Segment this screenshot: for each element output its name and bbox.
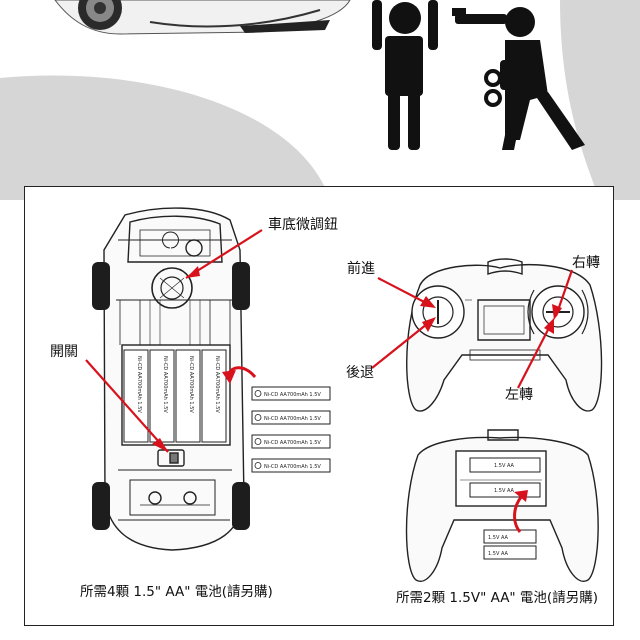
wheel-rear-right-icon	[232, 482, 250, 530]
trim-knob-label: 車底微調鈕	[268, 217, 338, 233]
remote-battery: 1.5V AA	[483, 545, 537, 560]
svg-text:Ni-CD AA700mAh 1.5V: Ni-CD AA700mAh 1.5V	[136, 356, 142, 413]
svg-text:Ni-CD AA700mAh 1.5V: Ni-CD AA700mAh 1.5V	[188, 356, 194, 413]
right-turn-label: 右轉	[572, 255, 600, 271]
remote-installed-battery: 1.5V AA	[469, 457, 541, 473]
forward-label: 前進	[347, 261, 375, 277]
svg-text:Ni-CD AA700mAh 1.5V: Ni-CD AA700mAh 1.5V	[264, 416, 321, 422]
wheel-front-right-icon	[232, 262, 250, 310]
trim-knob-icon	[151, 267, 193, 309]
gray-wave	[0, 75, 330, 200]
svg-text:1.5V AA: 1.5V AA	[488, 551, 509, 557]
car-battery: Ni-CD AA700mAh 1.5V	[251, 434, 331, 449]
reverse-label: 後退	[346, 365, 374, 381]
power-switch-leader	[85, 359, 169, 453]
svg-text:Ni-CD AA700mAh 1.5V: Ni-CD AA700mAh 1.5V	[214, 356, 220, 413]
top-banner	[0, 0, 640, 200]
svg-text:1.5V AA: 1.5V AA	[494, 463, 515, 469]
car-installed-battery: Ni-CD AA700mAh 1.5V	[149, 349, 175, 443]
svg-text:Ni-CD AA700mAh 1.5V: Ni-CD AA700mAh 1.5V	[162, 356, 168, 413]
gray-wave-right	[560, 0, 640, 200]
car-installed-battery: Ni-CD AA700mAh 1.5V	[175, 349, 201, 443]
car-installed-battery: Ni-CD AA700mAh 1.5V	[123, 349, 149, 443]
hands-up-pictogram-icon	[372, 0, 585, 150]
car-wheels	[92, 262, 250, 530]
svg-text:Ni-CD AA700mAh 1.5V: Ni-CD AA700mAh 1.5V	[264, 392, 321, 398]
svg-text:Ni-CD AA700mAh 1.5V: Ni-CD AA700mAh 1.5V	[264, 464, 321, 470]
car-battery: Ni-CD AA700mAh 1.5V	[251, 386, 331, 401]
car-image	[54, 0, 351, 35]
svg-text:Ni-CD AA700mAh 1.5V: Ni-CD AA700mAh 1.5V	[264, 440, 321, 446]
wheel-rear-left-icon	[92, 482, 110, 530]
remote-loose-batteries: 1.5V AA 1.5V AA	[483, 529, 537, 560]
power-switch-icon	[157, 449, 185, 467]
callout-arrows	[85, 229, 574, 533]
remote-installed-battery: 1.5V AA	[469, 482, 541, 498]
remote-battery: 1.5V AA	[483, 529, 537, 544]
left-turn-leader	[517, 321, 553, 389]
car-battery-caption: 所需4顆 1.5" AA" 電池(請另購)	[80, 584, 273, 600]
left-turn-label: 左轉	[505, 387, 533, 403]
car-installed-battery: Ni-CD AA700mAh 1.5V	[201, 349, 227, 443]
remote-battery-caption: 所需2顆 1.5V" AA" 電池(請另購)	[396, 590, 598, 606]
reverse-leader	[371, 319, 433, 369]
car-loose-batteries: Ni-CD AA700mAh 1.5V Ni-CD AA700mAh 1.5V …	[251, 386, 331, 473]
svg-text:1.5V AA: 1.5V AA	[488, 535, 509, 541]
car-battery: Ni-CD AA700mAh 1.5V	[251, 458, 331, 473]
wheel-front-left-icon	[92, 262, 110, 310]
svg-text:1.5V AA: 1.5V AA	[494, 488, 515, 494]
power-switch-label: 開關	[50, 344, 78, 360]
car-battery: Ni-CD AA700mAh 1.5V	[251, 410, 331, 425]
